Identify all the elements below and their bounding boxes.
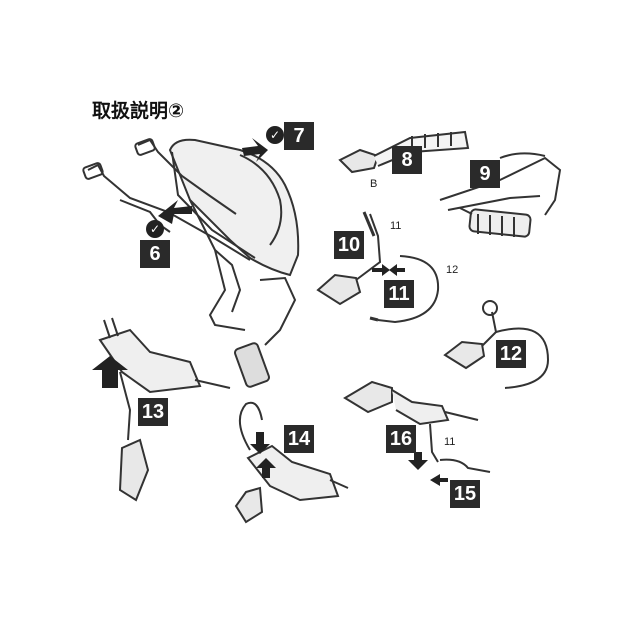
step-badge-6: 6	[140, 240, 170, 268]
step-badge-12: 12	[496, 340, 526, 368]
step-badge-9: 9	[470, 160, 500, 188]
step-badge-16: 16	[386, 425, 416, 453]
rear-cowl-illustration	[170, 140, 298, 388]
callout-12: 12	[446, 264, 458, 276]
callout-11-top: 11	[390, 220, 401, 232]
step-badge-10: 10	[334, 231, 364, 259]
signal-step10	[318, 212, 438, 322]
step-badge-14: 14	[284, 425, 314, 453]
step-badge-11: 11	[384, 280, 414, 308]
step16-arrows	[408, 452, 448, 486]
step-badge-7: 7	[284, 122, 314, 150]
check-icon-step6: ✓	[146, 220, 164, 238]
callout-11-bottom: 11	[444, 436, 455, 448]
step-badge-15: 15	[450, 480, 480, 508]
bike-fragment-step9	[440, 153, 560, 237]
signal-step14	[236, 403, 348, 522]
callout-b: B	[370, 178, 377, 190]
step10-arrows	[372, 264, 405, 276]
step-badge-13: 13	[138, 398, 168, 426]
check-icon-step7: ✓	[266, 126, 284, 144]
step-badge-8: 8	[392, 146, 422, 174]
